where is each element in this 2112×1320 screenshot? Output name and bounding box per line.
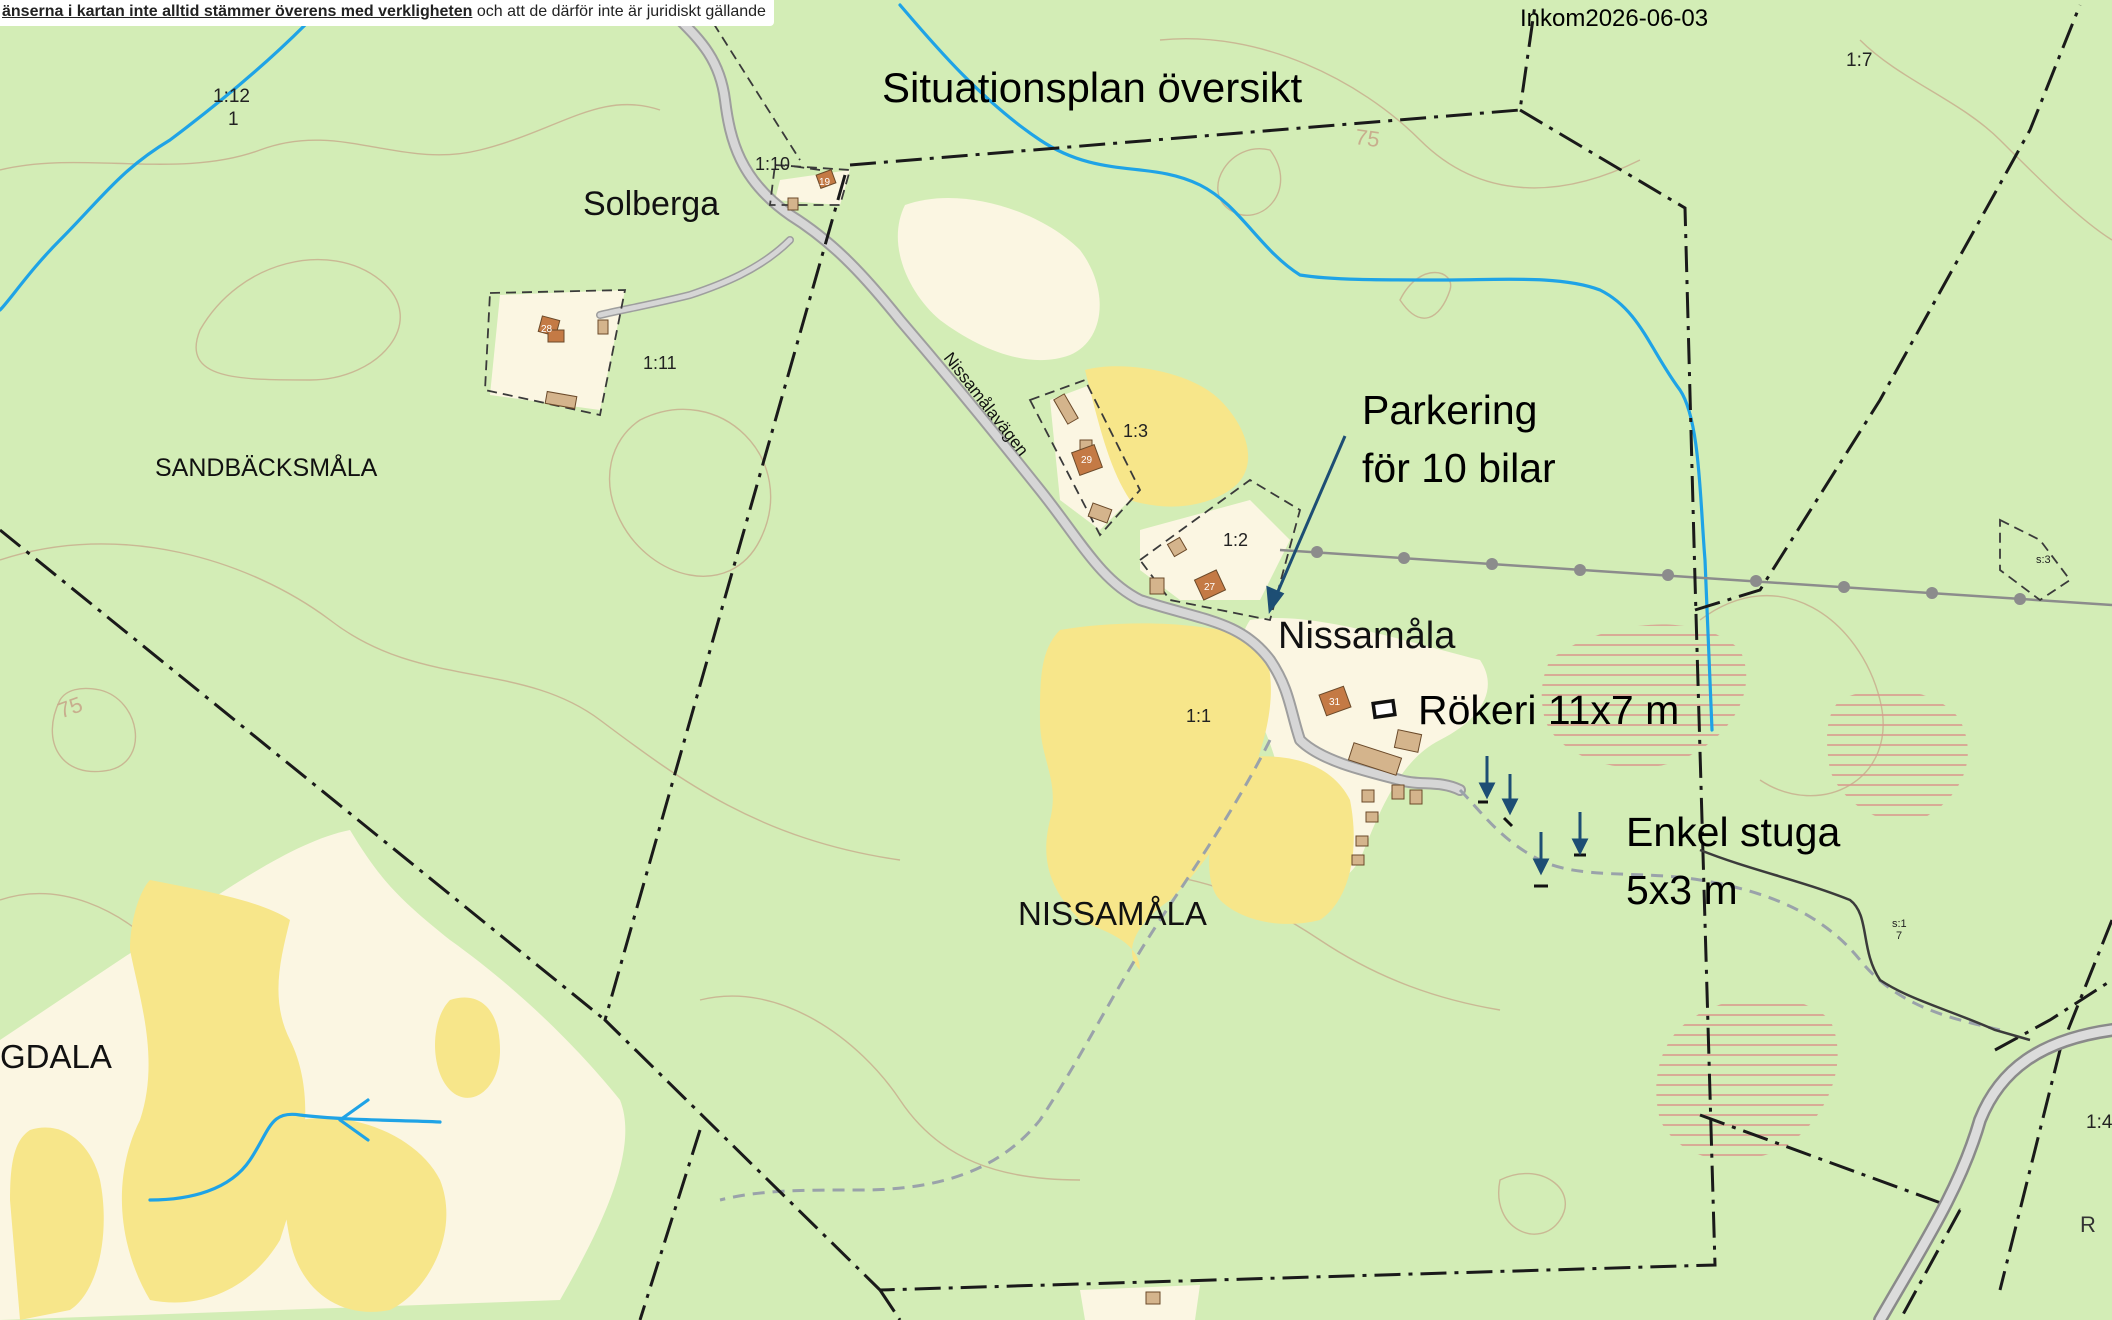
buildings: [537, 169, 1423, 1305]
parcel-s3: s:3: [2036, 554, 2051, 566]
place-nissamala: Nissamåla: [1278, 615, 1456, 657]
main-road-right: [1873, 1023, 2112, 1320]
place-solberga: Solberga: [583, 185, 719, 223]
disclaimer-link[interactable]: änserna i kartan inte alltid stämmer öve…: [2, 3, 473, 20]
annotation-parking-line1: Parkering: [1362, 387, 1537, 433]
footpaths: [719, 739, 2001, 1202]
building-number-19: 19: [819, 177, 831, 188]
building-27: [1193, 569, 1227, 601]
disclaimer-text: och att de därför inte är juridiskt gäll…: [472, 3, 766, 20]
parcel-1-11: 1:11: [643, 353, 677, 373]
field-areas: [10, 366, 1354, 1320]
annotation-cabin-line1: Enkel stuga: [1626, 809, 1840, 855]
property-boundaries: [0, 4, 2112, 1320]
stamp-date: Inkom2026-06-03: [1520, 5, 1708, 32]
streams: [0, 3, 1714, 1202]
place-sandbacksmala: SANDBÄCKSMÅLA: [155, 452, 378, 482]
building-number-29: 29: [1081, 455, 1093, 466]
place-gdala: GDALA: [0, 1038, 112, 1075]
parcel-1-10: 1:10: [755, 154, 790, 174]
hatched-areas: [1541, 624, 1968, 1160]
parcel-1-4: 1:4: [2086, 1112, 2112, 1133]
parcel-1-12a: 1:12: [213, 86, 250, 107]
place-nissamala-area: NISSAMÅLA: [1018, 895, 1207, 932]
parcel-s1a: s:1: [1892, 918, 1907, 930]
minor-road: [1699, 848, 2031, 1042]
disclaimer-banner: änserna i kartan inte alltid stämmer öve…: [0, 0, 774, 26]
annotation-cabin-line2: 5x3 m: [1626, 867, 1738, 913]
misc-letter-r: R: [2080, 1212, 2096, 1237]
parcel-1-3: 1:3: [1123, 421, 1148, 441]
building-19: [815, 169, 837, 189]
contour-lines: [0, 38, 2112, 1235]
roads: [596, 14, 1466, 796]
building-number-31: 31: [1329, 697, 1341, 708]
parcel-1-12b: 1: [228, 109, 239, 130]
building-29: [1070, 443, 1104, 477]
smokehouse-marker: [1371, 698, 1397, 720]
building-number-28: 28: [541, 324, 553, 335]
lot-outlines: [484, 9, 2072, 622]
elevation-label-1: 75: [1354, 124, 1382, 152]
building-31: [1318, 685, 1352, 717]
parcel-1-1: 1:1: [1186, 706, 1211, 726]
parcel-1-2: 1:2: [1223, 530, 1248, 550]
annotation-parking-line2: för 10 bilar: [1362, 445, 1556, 491]
title-situationsplan: Situationsplan översikt: [882, 64, 1303, 111]
parcel-s1b: 7: [1896, 930, 1902, 942]
annotation-smokehouse: Rökeri 11x7 m: [1418, 687, 1679, 733]
building-number-27: 27: [1204, 582, 1216, 593]
annotation-arrows: [1266, 435, 1589, 876]
overlay-annotations: Inkom2026-06-03 Situationsplan översikt …: [882, 5, 1840, 913]
parcel-1-7: 1:7: [1846, 50, 1872, 71]
